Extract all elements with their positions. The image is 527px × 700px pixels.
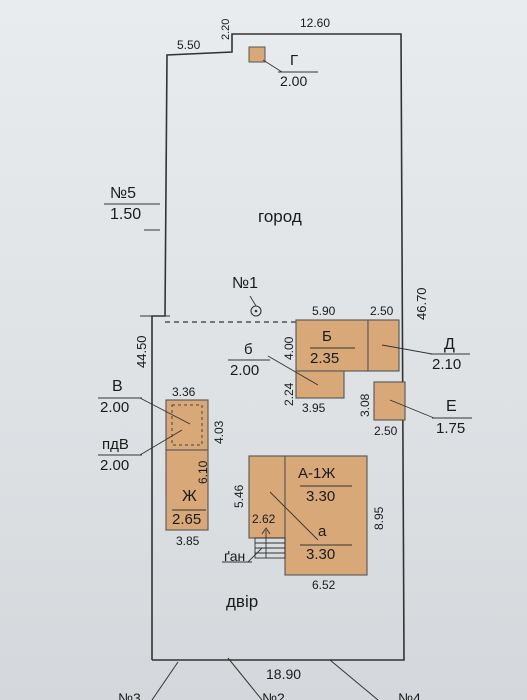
building-a-height: 3.30 [306,546,336,563]
building-zh-width: 3.85 [176,534,200,548]
building-v-basement [171,404,203,446]
building-a-leader [269,491,319,541]
building-zh-depth: 6.10 [196,460,210,484]
building-e-width: 2.50 [374,424,398,438]
dim-bottom: 18.90 [266,666,302,682]
building-b-depth: 4.00 [282,336,296,360]
area-garden-label: город [258,207,302,226]
dim-top-right: 12.60 [300,16,331,30]
building-g-name: Г [290,52,299,69]
neighbor-left-number: №5 [110,185,137,202]
building-b-small-height: 2.00 [230,362,260,379]
building-zh [165,449,209,531]
building-b-small-width: 3.95 [302,401,326,415]
building-zh-name: Ж [182,488,197,505]
dim-top-left: 5.50 [177,38,201,52]
dim-right-side: 46.70 [414,287,429,320]
porch-label: ґан [224,548,246,564]
building-v [165,399,209,451]
building-d-height: 2.10 [432,356,462,373]
building-v-leader [139,397,191,425]
building-e [373,381,406,421]
building-b-small-depth: 2.24 [282,382,296,406]
building-b-small [295,370,345,399]
building-a-inner: 2.62 [252,512,276,526]
dim-top-offset: 2.20 [220,18,232,40]
building-pdv-name: пдВ [102,436,129,453]
neighbor-left-value: 1.50 [110,206,142,223]
marker-label: №1 [232,275,259,292]
marker-leader [249,295,257,307]
building-v-depth: 4.03 [212,420,226,444]
building-v-height: 2.00 [100,399,130,416]
building-d-leader [381,344,433,355]
porch-leader [247,547,263,563]
neighbor-bottom-3: №4 [398,690,421,700]
building-b-name: Б [322,328,332,345]
building-a-name: а [318,523,327,540]
building-b-height: 2.35 [310,350,340,367]
neighbor-bottom-1: №3 [118,690,141,700]
building-b-small-name: б [244,341,253,358]
building-pdv-leader [139,429,183,456]
neighbor-bottom-2: №2 [262,690,285,700]
building-a [248,455,286,539]
building-d-width: 2.50 [370,304,394,318]
building-a1-depth: 8.95 [372,506,386,530]
building-v-name: В [112,378,123,395]
building-d-name: Д [444,336,455,353]
building-a1 [284,455,368,576]
area-yard-label: двір [226,592,259,611]
building-a-depth: 5.46 [232,484,246,508]
building-g [248,46,266,63]
building-a1-height: 3.30 [306,488,336,505]
building-e-depth: 3.08 [358,393,372,417]
building-e-leader [389,399,435,419]
building-e-height: 1.75 [436,420,466,437]
building-g-leader [262,59,283,73]
bottom-neighbor-ticks [151,657,379,700]
building-e-name: Е [446,398,457,415]
marker-dot [254,309,258,313]
building-b-width: 5.90 [312,304,336,318]
building-a1-name: А-1Ж [298,465,336,482]
building-v-width: 3.36 [172,385,196,399]
building-b-small-leader [267,355,319,386]
porch-stairs [254,527,286,559]
dim-left-upper: 44.50 [134,335,149,368]
building-zh-height: 2.65 [172,511,202,528]
building-pdv-height: 2.00 [100,457,130,474]
building-g-height: 2.00 [280,73,308,89]
building-a-width: 6.52 [312,578,336,592]
